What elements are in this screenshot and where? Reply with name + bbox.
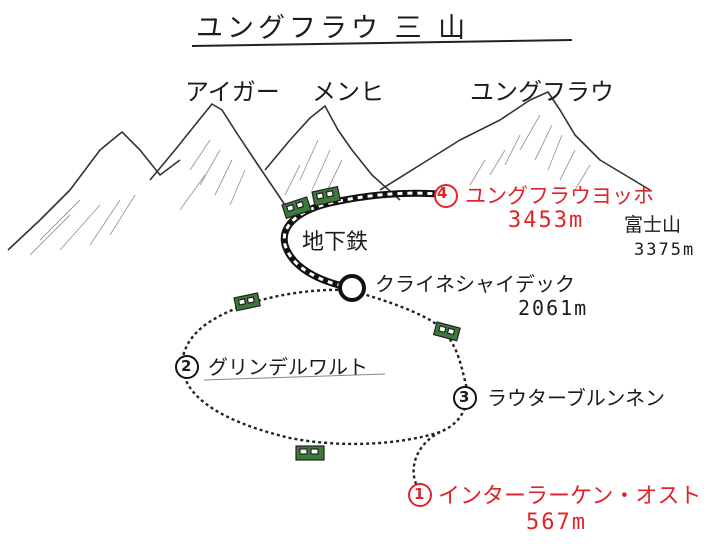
train-cars — [233, 185, 461, 461]
train-car-tunnel-a — [281, 196, 312, 220]
mountain-left-outline — [7, 131, 181, 251]
station-4-number: 4 — [437, 184, 448, 202]
train-car-bottom — [295, 445, 325, 461]
station-2-name: グリンデルワルト — [208, 355, 368, 379]
station-4-altitude: 3453m — [508, 208, 585, 233]
title-underline — [191, 39, 573, 47]
train-car-tunnel-b — [311, 185, 342, 207]
fuji-name: 富士山 — [624, 214, 682, 236]
mountain-shading — [29, 114, 591, 256]
mountain-jungfrau-outline — [379, 91, 651, 191]
train-car-upper-right — [432, 321, 461, 342]
station-1-number: 1 — [414, 485, 425, 503]
station-2-marker — [175, 355, 199, 379]
tunnel-label: 地下鉄 — [302, 230, 369, 255]
station-1-marker — [408, 483, 432, 507]
station-markers — [175, 184, 477, 507]
station-kleine-scheidegg-marker — [338, 274, 366, 302]
station-3-number: 3 — [459, 388, 470, 406]
mountain-eiger-outline — [149, 103, 286, 206]
station-1-name: インターラーケン・オスト — [438, 484, 702, 509]
station-3-name: ラウターブルンネン — [487, 386, 665, 410]
station-4-marker — [434, 184, 458, 208]
track-branch-to-station-1 — [412, 430, 441, 489]
peak-monch-label: メンヒ — [312, 78, 384, 106]
peak-jungfrau-label: ユングフラウ — [470, 78, 614, 106]
station-4-name: ユングフラウヨッホ — [465, 184, 654, 208]
station-3-marker — [453, 386, 477, 410]
fuji-altitude: 3375m — [634, 240, 696, 260]
train-car-upper-left — [233, 292, 261, 312]
peak-eiger-label: アイガー — [185, 78, 280, 106]
station-2-number: 2 — [181, 357, 192, 375]
mountain-range — [7, 91, 651, 251]
mountain-monch-outline — [264, 105, 401, 201]
map-title: ユングフラウ 三 山 — [196, 13, 470, 44]
station-kleine-scheidegg-name: クライネシャイデック — [375, 272, 575, 296]
station-1-altitude: 567m — [526, 510, 587, 535]
track-tunnel — [280, 189, 441, 292]
station-kleine-scheidegg-altitude: 2061m — [518, 296, 589, 320]
station-2-label-underline — [203, 373, 386, 381]
